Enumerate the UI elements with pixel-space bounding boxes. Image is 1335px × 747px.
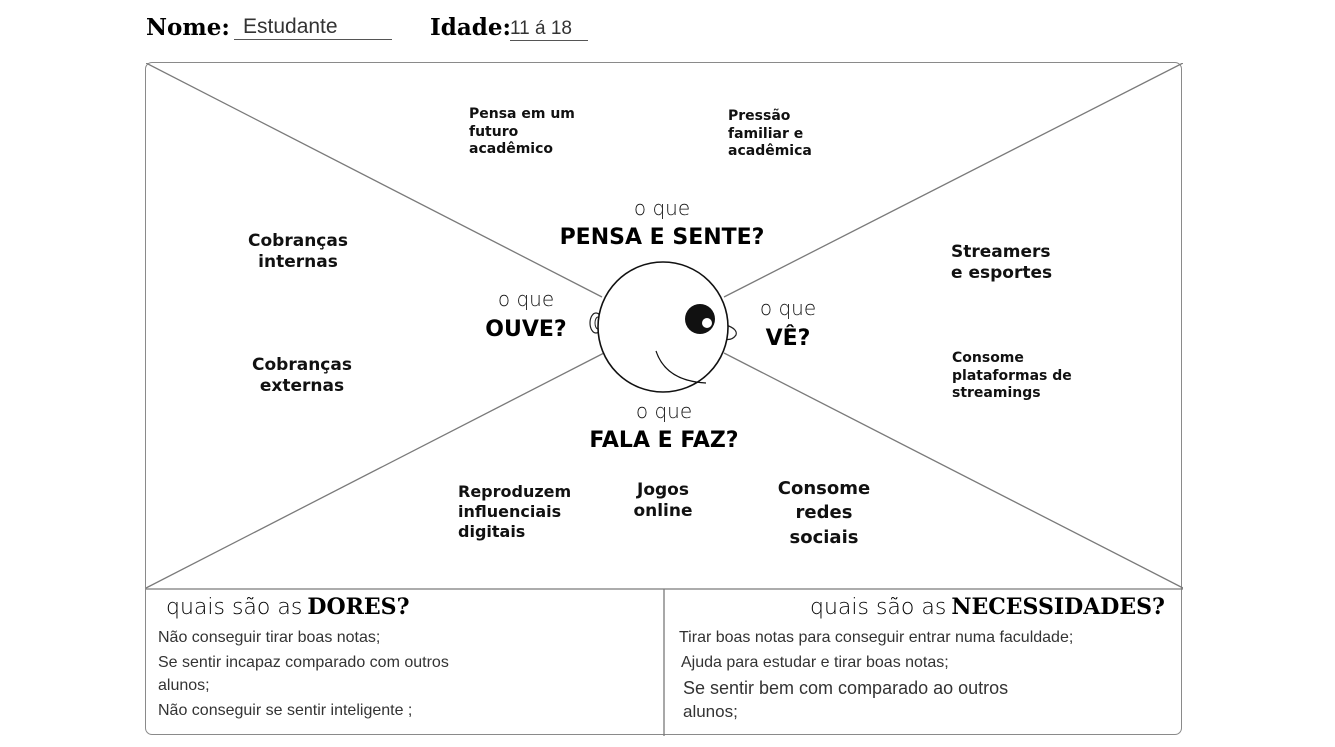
age-value[interactable]: 11 á 18 <box>510 18 588 41</box>
sees-title: VÊ? <box>765 326 811 351</box>
note-says-2[interactable]: Jogos online <box>633 480 693 522</box>
pains-heading: DORES? <box>307 594 410 620</box>
pains-title: quais são as DORES? <box>166 594 409 620</box>
pains-prefix: quais são as <box>166 595 303 620</box>
need-item-2: Ajuda para estudar e tirar boas notas; <box>681 654 949 671</box>
note-sees-1[interactable]: Streamers e esportes <box>951 242 1053 284</box>
need-item-4: alunos; <box>683 702 738 721</box>
pain-item-3: alunos; <box>158 677 210 694</box>
hears-prefix: o que <box>497 287 555 311</box>
says-prefix: o que <box>635 399 693 423</box>
says-title: FALA E FAZ? <box>589 428 739 453</box>
note-says-3[interactable]: Consome redes sociais <box>777 478 871 548</box>
thinks-prefix: o que <box>633 196 691 220</box>
note-thinks-1[interactable]: Pensa em um futuro acadêmico <box>469 106 575 157</box>
age-label: Idade: <box>430 14 511 41</box>
pain-item-1: Não conseguir tirar boas notas; <box>158 629 381 646</box>
empathy-map-board <box>145 62 1183 736</box>
name-label: Nome: <box>146 14 230 41</box>
hears-title: OUVE? <box>485 317 567 342</box>
sees-prefix: o que <box>759 296 817 320</box>
needs-title: quais são as NECESSIDADES? <box>810 594 1165 620</box>
needs-prefix: quais são as <box>810 595 947 620</box>
pain-item-4: Não conseguir se sentir inteligente ; <box>158 702 413 719</box>
name-value[interactable]: Estudante <box>234 15 392 40</box>
pain-item-2: Se sentir incapaz comparado com outros <box>158 654 449 671</box>
head-icon <box>589 261 737 393</box>
quadrant-lines <box>146 63 1183 736</box>
note-sees-2[interactable]: Consome plataformas de streamings <box>952 350 1072 401</box>
need-item-3: Se sentir bem com comparado ao outros <box>683 678 1009 698</box>
note-says-1[interactable]: Reproduzem influenciais digitais <box>458 482 572 541</box>
note-hears-2[interactable]: Cobranças externas <box>252 355 352 397</box>
thinks-title: PENSA E SENTE? <box>559 225 765 250</box>
need-item-1: Tirar boas notas para conseguir entrar n… <box>679 629 1074 646</box>
note-hears-1[interactable]: Cobranças internas <box>248 231 348 273</box>
note-thinks-2[interactable]: Pressão familiar e acadêmica <box>728 108 812 159</box>
needs-heading: NECESSIDADES? <box>951 594 1165 620</box>
